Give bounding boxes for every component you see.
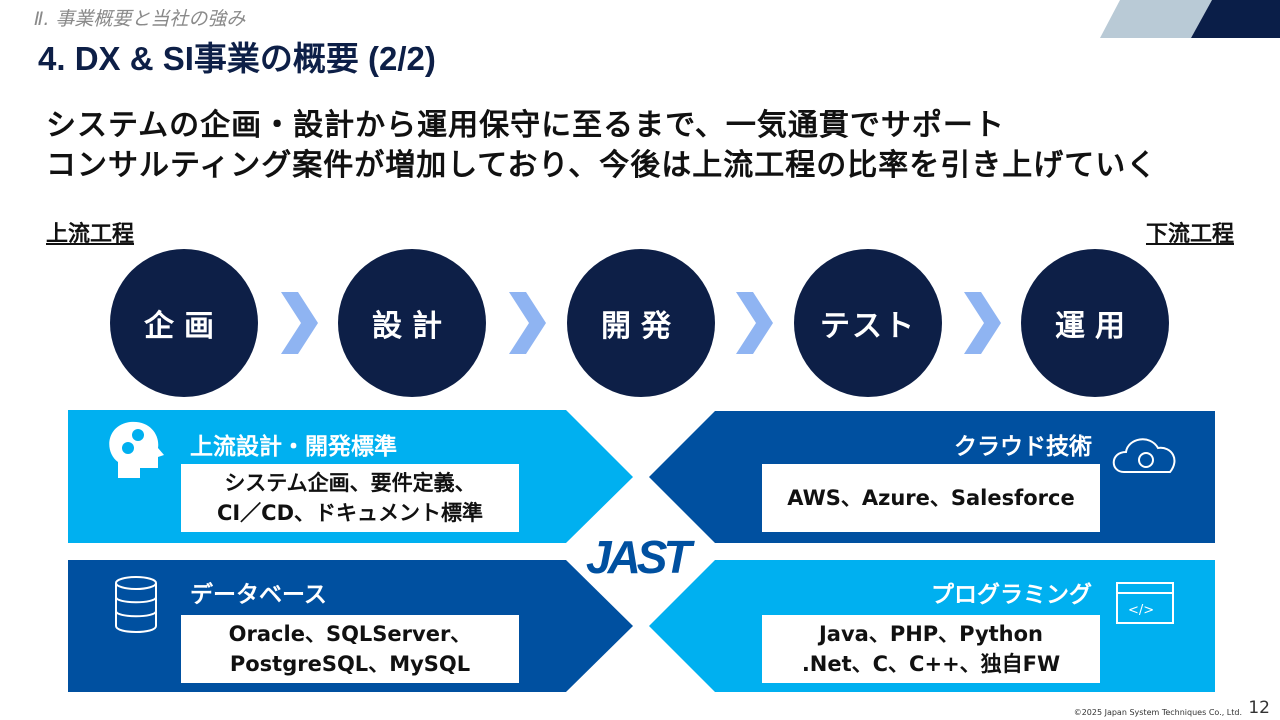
panel-line: システム企画、要件定義、 <box>224 471 476 495</box>
code-window-icon: </> <box>1116 582 1174 624</box>
panel-line: Java、PHP、Python <box>818 622 1044 646</box>
panel-title-upstream: 上流設計・開発標準 <box>190 434 397 460</box>
step-design: 設計 <box>338 249 486 397</box>
panel-line: CI／CD、ドキュメント標準 <box>216 501 484 525</box>
svg-text:JAST: JAST <box>586 531 695 583</box>
panel-title-database: データベース <box>190 582 327 608</box>
panel-box-programming: Java、PHP、Python .Net、C、C++、独自FW <box>762 615 1100 683</box>
head-gears-icon <box>109 421 164 478</box>
panel-title-cloud: クラウド技術 <box>954 434 1092 460</box>
panel-box-cloud: AWS、Azure、Salesforce <box>762 464 1100 532</box>
panel-box-upstream: システム企画、要件定義、 CI／CD、ドキュメント標準 <box>181 464 519 532</box>
step-operation: 運用 <box>1021 249 1169 397</box>
cloud-sync-icon <box>1112 438 1176 473</box>
section-label: Ⅱ. 事業概要と当社の強み <box>34 8 246 30</box>
panel-line: AWS、Azure、Salesforce <box>787 486 1075 510</box>
chevron-icon <box>509 292 546 354</box>
downstream-label: 下流工程 <box>1145 222 1234 247</box>
corner-navy-band <box>1191 0 1280 38</box>
lead-line-2: コンサルティング案件が増加しており、今後は上流工程の比率を引き上げていく <box>46 148 1158 183</box>
step-test: テスト <box>794 249 942 397</box>
panel-title-programming: プログラミング <box>931 582 1092 608</box>
chevron-icon <box>736 292 773 354</box>
chevrons <box>281 292 1001 354</box>
jast-logo: JAST <box>586 531 699 583</box>
page-title: 4. DX & SI事業の概要 (2/2) <box>38 40 436 77</box>
page-number: 12 <box>1248 698 1270 718</box>
chevron-icon <box>281 292 318 354</box>
panel-line: Oracle、SQLServer、 <box>228 622 472 646</box>
chevron-icon <box>964 292 1001 354</box>
panel-line: PostgreSQL、MySQL <box>229 652 471 676</box>
lead-line-1: システムの企画・設計から運用保守に至るまで、一気通貫でサポート <box>46 108 1005 143</box>
copyright: ©2025 Japan System Techniques Co., Ltd. <box>1073 708 1242 717</box>
corner-grey-band <box>1100 0 1212 38</box>
step-planning: 企画 <box>110 249 258 397</box>
step-development: 開発 <box>567 249 715 397</box>
svg-text:</>: </> <box>1128 603 1154 618</box>
panel-line: .Net、C、C++、独自FW <box>801 652 1061 676</box>
database-icon <box>115 576 157 633</box>
upstream-label: 上流工程 <box>46 222 135 247</box>
panel-box-database: Oracle、SQLServer、 PostgreSQL、MySQL <box>181 615 519 683</box>
